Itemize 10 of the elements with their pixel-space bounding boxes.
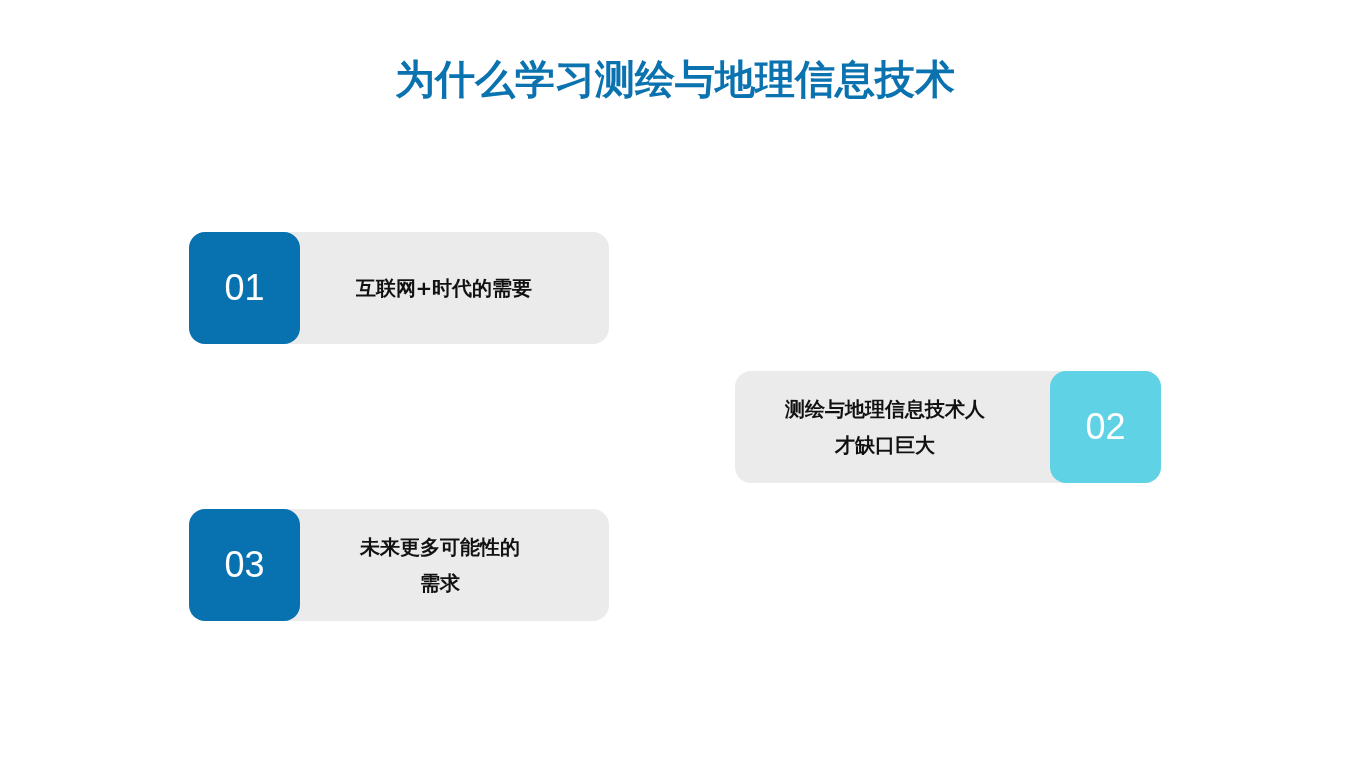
card [189, 232, 609, 344]
number-badge: 03 [189, 509, 300, 621]
card-text: 未来更多可能性的需求 [359, 534, 521, 597]
card-text: 测绘与地理信息技术人才缺口巨大 [785, 396, 985, 459]
card [735, 371, 1161, 483]
title: 为什么学习测绘与地理信息技术 [394, 55, 956, 104]
number-badge: 02 [1050, 371, 1161, 483]
number-badge: 01 [189, 232, 300, 344]
card-text: 互联网+时代的需要 [354, 275, 534, 302]
card [189, 509, 609, 621]
